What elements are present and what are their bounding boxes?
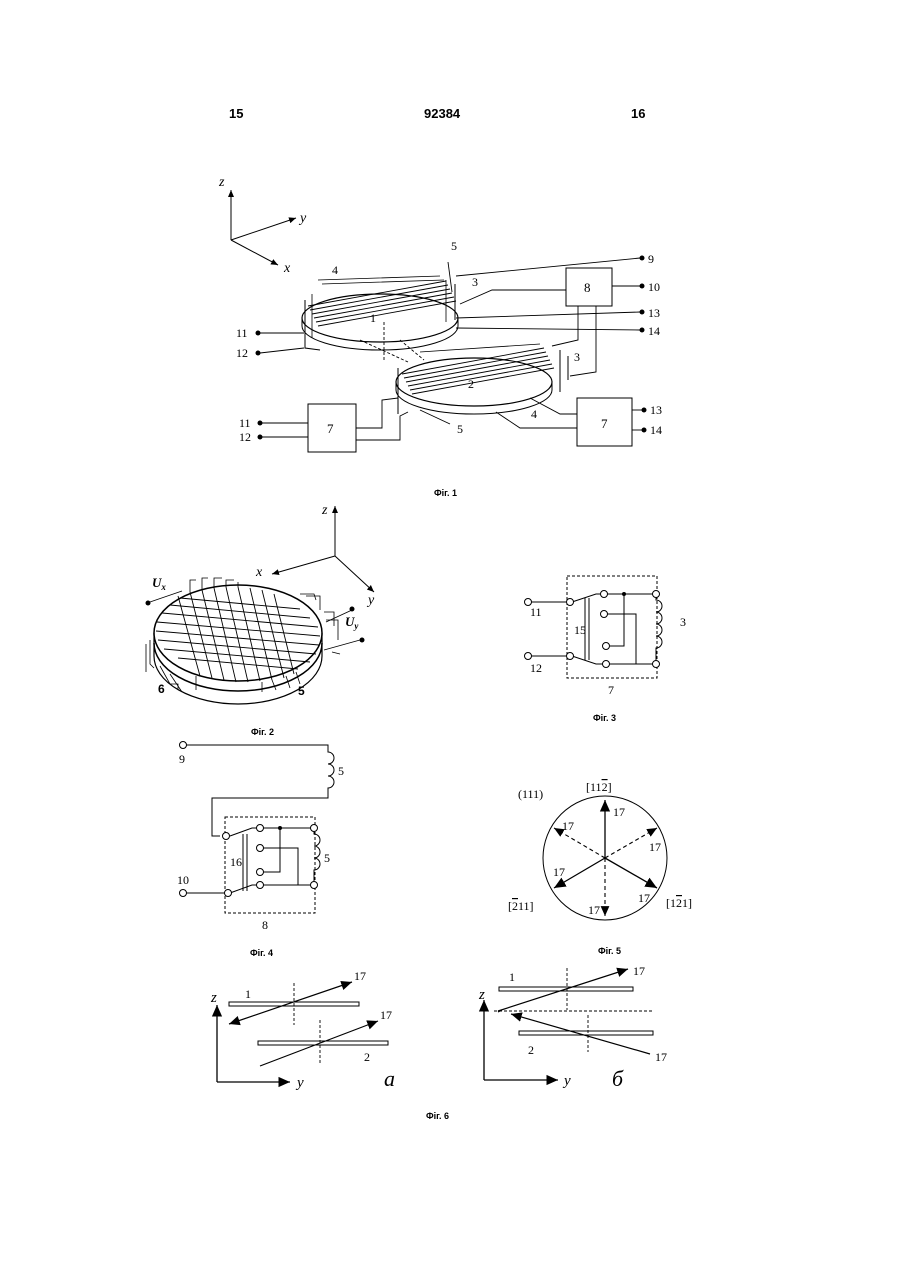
fig6a-label-1: 1 bbox=[245, 987, 251, 1001]
fig6a-y-label: y bbox=[295, 1075, 304, 1091]
fig6a-z-label: z bbox=[210, 990, 217, 1006]
fig6-panel-a bbox=[217, 982, 388, 1082]
fig6a-label-17-top: 17 bbox=[354, 969, 366, 983]
fig6b-z-label: z bbox=[478, 987, 485, 1003]
fig6-panel-b bbox=[484, 968, 654, 1080]
fig6a-panel-letter: а bbox=[384, 1066, 395, 1091]
fig6b-label-2: 2 bbox=[528, 1043, 534, 1057]
fig6b-label-1: 1 bbox=[509, 970, 515, 984]
fig6a-label-2: 2 bbox=[364, 1050, 370, 1064]
fig6-caption: Фіг. 6 bbox=[426, 1111, 449, 1121]
fig6b-label-17-top: 17 bbox=[633, 964, 645, 978]
fig6b-label-17-bottom: 17 bbox=[655, 1050, 667, 1064]
fig6b-panel-letter: б bbox=[612, 1066, 624, 1091]
fig6a-label-17-bottom: 17 bbox=[380, 1008, 392, 1022]
fig6b-y-label: y bbox=[562, 1073, 571, 1089]
